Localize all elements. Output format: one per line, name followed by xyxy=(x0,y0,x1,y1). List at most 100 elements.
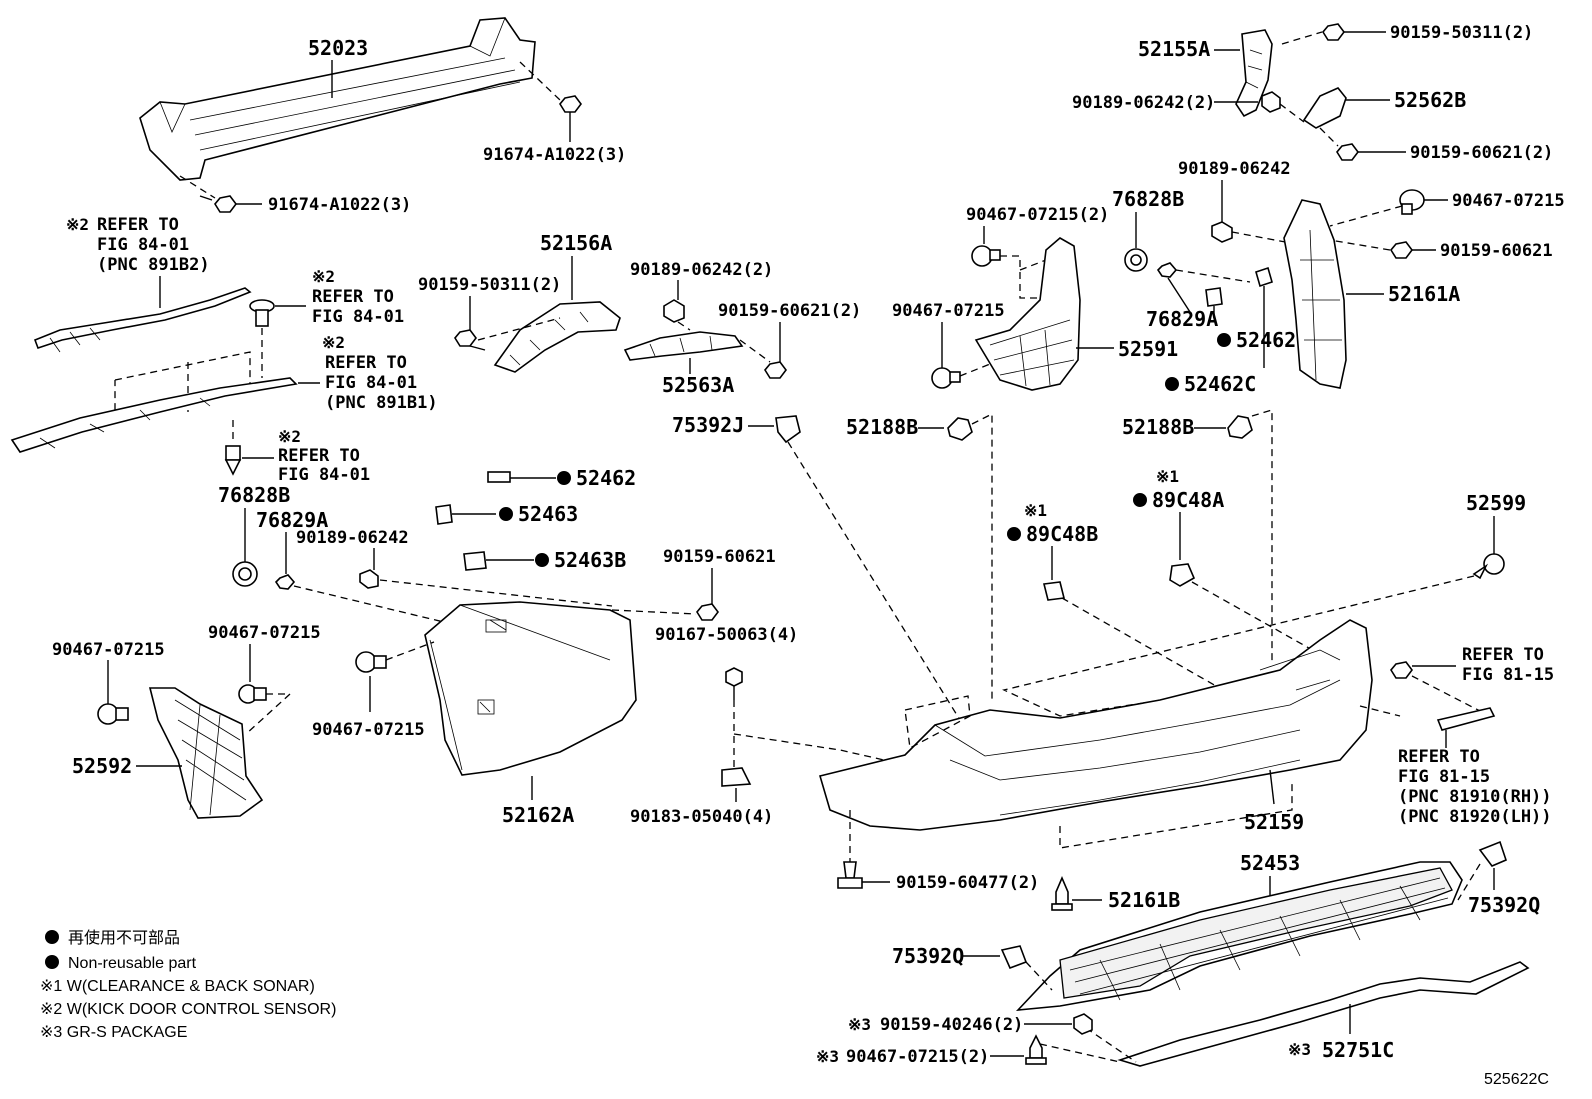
bracket-52592 xyxy=(148,687,264,819)
label-52462c: 52462C xyxy=(1184,372,1256,396)
label-90159-60621-2-mid: 90159-60621(2) xyxy=(718,301,861,321)
bolt-icon xyxy=(559,95,582,126)
label-pnc-81910-rh: (PNC 81910(RH)) xyxy=(1398,787,1552,807)
part-52023-reinforcement xyxy=(139,17,536,181)
label-76828b-right: 76828B xyxy=(1112,187,1184,211)
bolt-icon xyxy=(696,603,719,621)
sensor-holder-icon xyxy=(1169,563,1196,587)
clip-icon xyxy=(1399,189,1425,215)
bracket-52563a xyxy=(623,331,744,361)
label-52599: 52599 xyxy=(1466,491,1526,515)
label-90189-06242: 90189-06242 xyxy=(296,528,409,548)
label-refer-to: REFER TO xyxy=(312,287,394,307)
label-52156a: 52156A xyxy=(540,231,612,255)
label-90159-50311-tr: 90159-50311(2) xyxy=(1390,23,1533,43)
bolt-icon xyxy=(1390,241,1413,259)
label-refer-to: REFER TO xyxy=(325,353,407,373)
non-reusable-dot xyxy=(499,507,513,521)
legend-non-reusable-jp: 再使用不可部品 xyxy=(68,929,180,947)
label-90467-07215-l3: 90467-07215 xyxy=(312,720,425,740)
label-90467-07215-2-b: 90467-07215(2) xyxy=(846,1047,989,1067)
label-75392q-left: 75392Q xyxy=(892,944,964,968)
pad-52462c-icon xyxy=(1255,266,1273,288)
bracket-52155a xyxy=(1235,29,1273,118)
bolt-icon xyxy=(764,361,787,379)
label-52563a: 52563A xyxy=(662,373,734,397)
label-pnc-891b1: (PNC 891B1) xyxy=(325,393,438,413)
label-90467-07215-l1: 90467-07215 xyxy=(52,640,165,660)
lower-grille-52453 xyxy=(1015,861,1463,1011)
label-90159-50311-mid: 90159-50311(2) xyxy=(418,275,561,295)
label-52023: 52023 xyxy=(308,36,368,60)
label-90159-60621-mid: 90159-60621 xyxy=(663,547,776,567)
screw-icon xyxy=(837,861,863,889)
bolt-icon xyxy=(1390,661,1413,679)
label-90183-05040: 90183-05040(4) xyxy=(630,807,773,827)
label-90159-60621-tr: 90159-60621 xyxy=(1440,241,1553,261)
label-90467-07215-l2: 90467-07215 xyxy=(208,623,321,643)
label-refer-to: REFER TO xyxy=(1462,645,1544,665)
screw-icon xyxy=(663,299,685,323)
label-52162a: 52162A xyxy=(502,803,574,827)
legend-note-2: ※2 W(KICK DOOR CONTROL SENSOR) xyxy=(40,1001,336,1018)
pad-52462-right-icon xyxy=(1205,287,1223,307)
grommet-icon xyxy=(1227,415,1253,439)
note-mark: ※3 xyxy=(848,1015,871,1034)
screw-icon xyxy=(1261,91,1281,113)
label-refer-to: REFER TO xyxy=(97,215,179,235)
grommet-icon xyxy=(1124,248,1148,272)
non-reusable-dot xyxy=(1217,333,1231,347)
label-52155a: 52155A xyxy=(1138,37,1210,61)
screw-icon xyxy=(1211,221,1233,243)
clip-icon xyxy=(97,703,129,725)
note-mark: ※2 xyxy=(322,333,345,352)
label-52188b-right: 52188B xyxy=(1122,415,1194,439)
label-90189-06242-2-tr: 90189-06242(2) xyxy=(1072,93,1215,113)
grommet-icon xyxy=(947,417,973,441)
note-mark: ※2 xyxy=(312,267,335,286)
pad-52462-icon xyxy=(487,471,511,483)
bolt-icon xyxy=(199,195,237,213)
label-89c48b: 89C48B xyxy=(1026,522,1098,546)
label-90159-60621-2-tr: 90159-60621(2) xyxy=(1410,143,1553,163)
label-52463: 52463 xyxy=(518,502,578,526)
label-90189-06242-2-mid: 90189-06242(2) xyxy=(630,260,773,280)
clip-icon xyxy=(1025,1034,1047,1065)
label-fig-84-01: FIG 84-01 xyxy=(278,465,370,485)
clip-icon xyxy=(249,299,275,327)
reflector-icon xyxy=(1436,707,1496,731)
label-75392q-right: 75392Q xyxy=(1468,893,1540,917)
bumper-cover-52159 xyxy=(818,619,1373,831)
note-mark: ※3 xyxy=(816,1047,839,1066)
note-mark: ※2 xyxy=(278,427,301,446)
label-52453: 52453 xyxy=(1240,851,1300,875)
non-reusable-dot xyxy=(45,930,59,944)
note-mark: ※1 xyxy=(1024,501,1047,520)
label-refer-to: REFER TO xyxy=(1398,747,1480,767)
clip-icon xyxy=(775,415,801,444)
screw-icon xyxy=(359,569,379,589)
non-reusable-dot xyxy=(557,471,571,485)
label-90189-06242-tr: 90189-06242 xyxy=(1178,159,1291,179)
label-52462-mid: 52462 xyxy=(576,466,636,490)
label-90159-40246: 90159-40246(2) xyxy=(880,1015,1023,1035)
screw-icon xyxy=(725,667,743,700)
nut-icon xyxy=(1156,262,1178,278)
label-52592: 52592 xyxy=(72,754,132,778)
note-mark: ※1 xyxy=(1156,467,1179,486)
clip-icon xyxy=(971,245,1001,267)
clip-icon xyxy=(238,684,267,704)
legend-non-reusable-en: Non-reusable part xyxy=(68,955,197,972)
label-refer-to: REFER TO xyxy=(278,446,360,466)
note-mark: ※2 xyxy=(66,215,89,234)
label-fig-84-01: FIG 84-01 xyxy=(97,235,189,255)
legend-note-3: ※3 GR-S PACKAGE xyxy=(40,1024,187,1041)
label-fig-84-01: FIG 84-01 xyxy=(325,373,417,393)
label-52161a: 52161A xyxy=(1388,282,1460,306)
bracket-52161a xyxy=(1283,199,1347,389)
clip-icon xyxy=(355,651,387,673)
label-pnc-891b2: (PNC 891B2) xyxy=(97,255,210,275)
label-52463b: 52463B xyxy=(554,548,626,572)
label-90467-07215-tr: 90467-07215 xyxy=(1452,191,1565,211)
